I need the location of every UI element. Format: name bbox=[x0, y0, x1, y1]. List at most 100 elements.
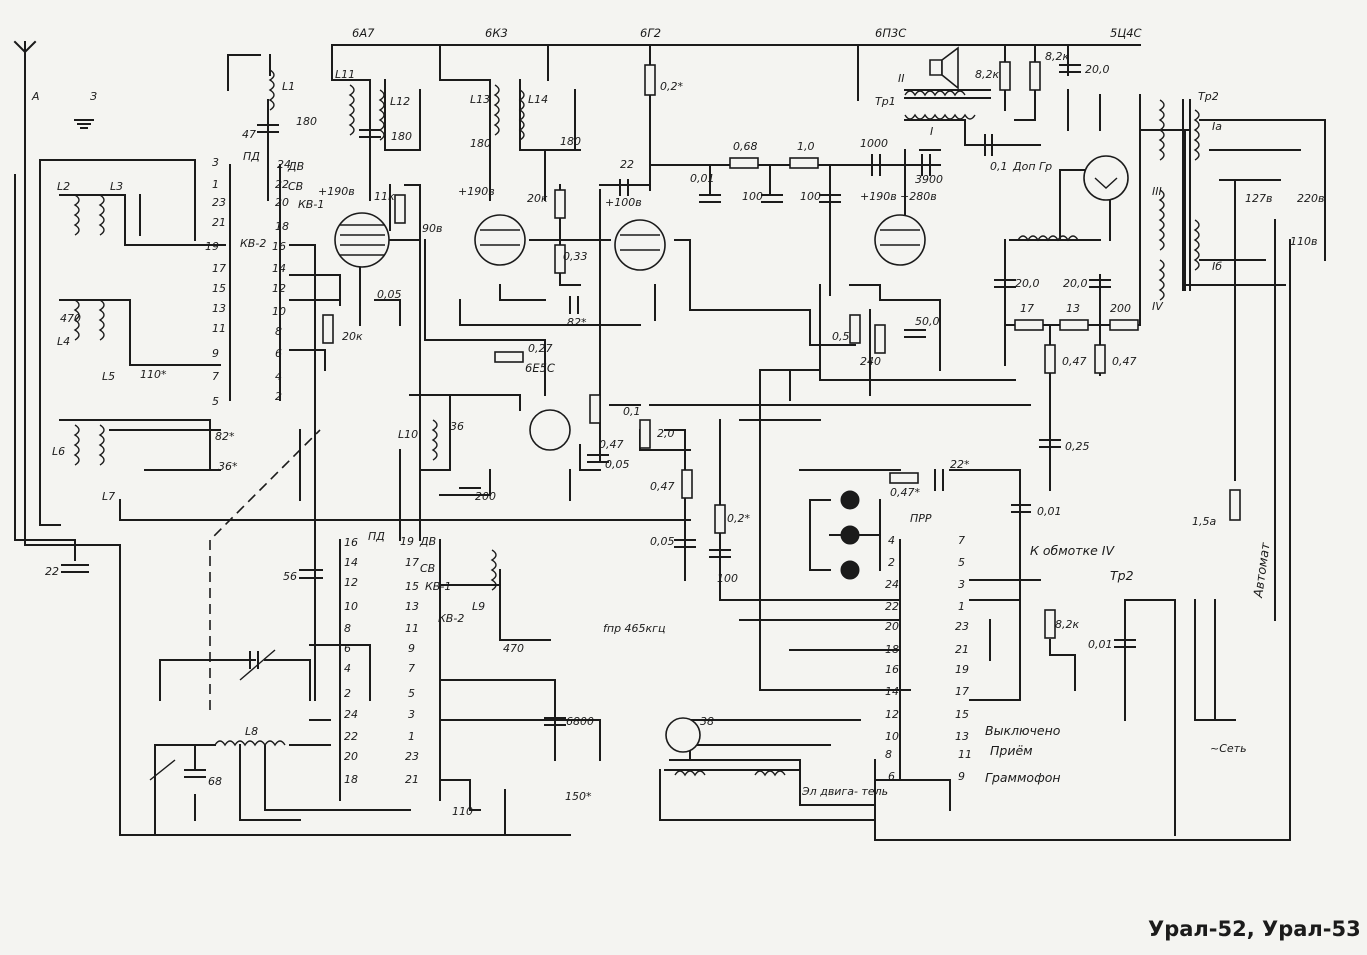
svg-text:0,05: 0,05 bbox=[377, 288, 402, 301]
svg-text:IV: IV bbox=[1152, 300, 1164, 313]
svg-text:4: 4 bbox=[275, 370, 282, 383]
svg-text:1: 1 bbox=[958, 600, 965, 613]
svg-text:0,47: 0,47 bbox=[1112, 355, 1137, 368]
svg-text:L1: L1 bbox=[282, 80, 295, 93]
svg-text:5: 5 bbox=[212, 395, 219, 408]
svg-text:22: 22 bbox=[45, 565, 59, 578]
svg-text:0,05: 0,05 bbox=[605, 458, 630, 471]
svg-text:3: 3 bbox=[212, 156, 219, 169]
svg-text:20: 20 bbox=[344, 750, 358, 763]
svg-text:24: 24 bbox=[344, 708, 358, 721]
automat-label: Автомат bbox=[1250, 541, 1273, 599]
tube-label: 6К3 bbox=[485, 26, 508, 40]
svg-text:8,2к: 8,2к bbox=[1045, 50, 1069, 63]
svg-text:КВ-2: КВ-2 bbox=[438, 612, 464, 625]
svg-text:36*: 36* bbox=[218, 460, 238, 473]
motor-cap-label: 38 bbox=[700, 715, 714, 728]
svg-text:22: 22 bbox=[620, 158, 634, 171]
svg-text:9: 9 bbox=[212, 347, 219, 360]
svg-text:20к: 20к bbox=[527, 192, 548, 205]
tube-voltage-labels: +190в +190в +100в +190в +280в bbox=[318, 185, 937, 209]
resistors bbox=[322, 61, 1241, 639]
svg-text:L3: L3 bbox=[110, 180, 123, 193]
if-frequency-label: fпр 465кгц bbox=[603, 622, 665, 635]
svg-text:56: 56 bbox=[283, 570, 297, 583]
svg-text:22: 22 bbox=[275, 178, 289, 191]
svg-text:6: 6 bbox=[275, 347, 282, 360]
svg-text:110*: 110* bbox=[140, 368, 167, 381]
svg-text:18: 18 bbox=[885, 643, 899, 656]
svg-text:3: 3 bbox=[958, 578, 965, 591]
svg-text:L6: L6 bbox=[52, 445, 65, 458]
svg-text:23: 23 bbox=[405, 750, 419, 763]
mains-voltage: 127в bbox=[1245, 192, 1272, 205]
svg-text:L7: L7 bbox=[102, 490, 115, 503]
dial-lamps bbox=[840, 490, 860, 580]
svg-text:0,25: 0,25 bbox=[1065, 440, 1090, 453]
svg-text:470: 470 bbox=[60, 312, 81, 325]
tubes bbox=[334, 155, 1129, 451]
mains-voltage: 220в bbox=[1297, 192, 1324, 205]
svg-text:110: 110 bbox=[452, 805, 473, 818]
svg-text:L5: L5 bbox=[102, 370, 115, 383]
svg-text:50,0: 50,0 bbox=[915, 315, 940, 328]
svg-text:13: 13 bbox=[405, 600, 419, 613]
wiring bbox=[14, 41, 1326, 841]
svg-text:150*: 150* bbox=[565, 790, 592, 803]
svg-text:Ia: Ia bbox=[1212, 120, 1222, 133]
svg-text:5: 5 bbox=[958, 556, 965, 569]
svg-text:20: 20 bbox=[275, 196, 289, 209]
prr-label: ПРР bbox=[910, 512, 932, 525]
svg-text:Iб: Iб bbox=[1212, 260, 1222, 273]
svg-text:12: 12 bbox=[344, 576, 358, 589]
tube-label: 6П3С bbox=[875, 26, 906, 40]
diagram-title: Урал-52, Урал-53 bbox=[1148, 917, 1361, 941]
motor-label: Эл двига- тель bbox=[801, 785, 888, 798]
svg-text:82*: 82* bbox=[567, 316, 587, 329]
tube-6e5s-envelope bbox=[529, 409, 571, 451]
svg-text:0,5: 0,5 bbox=[832, 330, 850, 343]
voltage-label: +190в bbox=[458, 185, 495, 198]
svg-text:8: 8 bbox=[275, 325, 282, 338]
svg-text:18: 18 bbox=[275, 220, 289, 233]
svg-text:0,01: 0,01 bbox=[690, 172, 715, 185]
svg-text:100: 100 bbox=[717, 572, 738, 585]
svg-text:10: 10 bbox=[344, 600, 358, 613]
tube-6k3-envelope bbox=[474, 214, 526, 266]
svg-text:ПД: ПД bbox=[243, 150, 260, 163]
tube-6a7-envelope bbox=[334, 212, 390, 268]
svg-text:4: 4 bbox=[888, 534, 895, 547]
svg-text:200: 200 bbox=[475, 490, 496, 503]
coil-labels: L1 L2 L3 L4 L5 L6 L7 L8 L9 L10 L11 L12 L… bbox=[52, 68, 1222, 738]
speaker-and-transformer bbox=[904, 46, 991, 99]
voltage-label: +190в bbox=[318, 185, 355, 198]
svg-text:16: 16 bbox=[272, 240, 286, 253]
svg-text:11к: 11к bbox=[374, 190, 395, 203]
mains-voltage-labels: 127в 220в 110в bbox=[1245, 192, 1324, 248]
svg-text:КВ-2: КВ-2 bbox=[240, 237, 266, 250]
svg-text:82*: 82* bbox=[215, 430, 235, 443]
svg-text:0,2*: 0,2* bbox=[660, 80, 683, 93]
svg-text:22*: 22* bbox=[950, 458, 970, 471]
svg-text:1: 1 bbox=[408, 730, 415, 743]
svg-text:1000: 1000 bbox=[860, 137, 888, 150]
svg-text:12: 12 bbox=[885, 708, 899, 721]
ground-label: З bbox=[90, 90, 97, 103]
svg-text:47: 47 bbox=[242, 128, 256, 141]
svg-text:0,33: 0,33 bbox=[563, 250, 588, 263]
svg-text:ДВ: ДВ bbox=[419, 535, 436, 548]
svg-text:14: 14 bbox=[885, 685, 899, 698]
svg-text:180: 180 bbox=[560, 135, 581, 148]
svg-text:8,2к: 8,2к bbox=[975, 68, 999, 81]
svg-text:17: 17 bbox=[405, 556, 419, 569]
tube-label: 6Е5С bbox=[525, 361, 555, 375]
antenna bbox=[13, 40, 94, 129]
svg-text:23: 23 bbox=[955, 620, 969, 633]
svg-text:11: 11 bbox=[212, 322, 226, 335]
svg-text:III: III bbox=[1152, 185, 1162, 198]
voltage-label: +280в bbox=[900, 190, 937, 203]
svg-text:0,2*: 0,2* bbox=[727, 512, 750, 525]
svg-text:2: 2 bbox=[888, 556, 895, 569]
svg-text:L10: L10 bbox=[398, 428, 418, 441]
